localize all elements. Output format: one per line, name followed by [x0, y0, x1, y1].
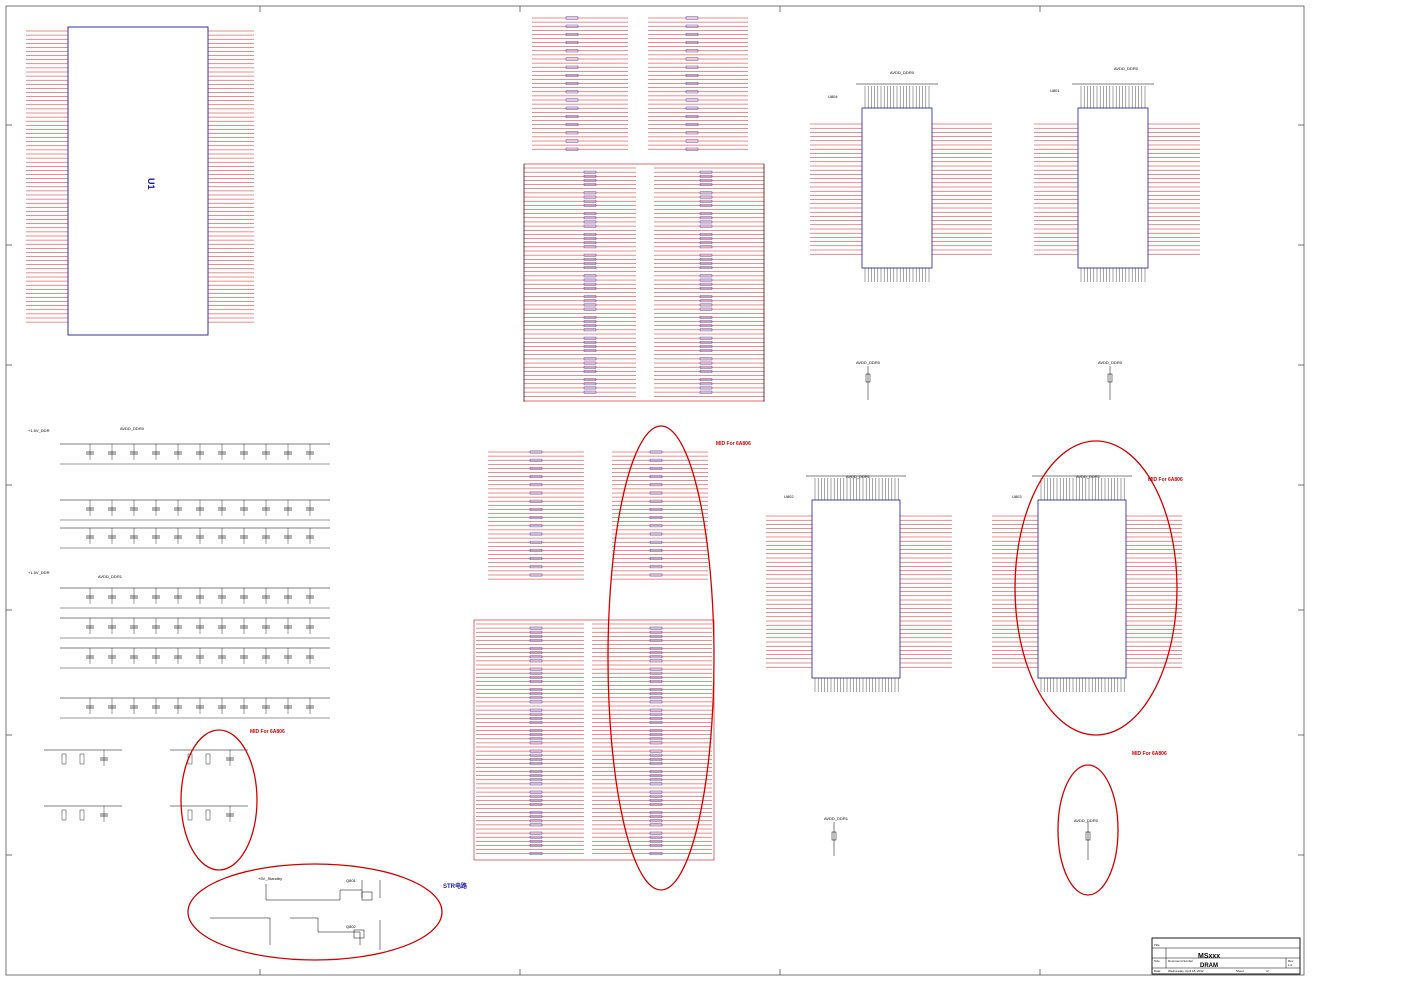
- title-block: Title MSxxx Size Document Number DRAM Re…: [1151, 937, 1301, 975]
- rev-label: Rev: [1288, 959, 1294, 963]
- mcu-ref: U1: [146, 178, 156, 190]
- svg-text:AVDD_DDR1: AVDD_DDR1: [846, 474, 871, 479]
- svg-text:U802: U802: [784, 494, 794, 499]
- svg-text:+5V_Standby: +5V_Standby: [258, 876, 282, 881]
- highlight-ellipses: [180, 425, 1178, 961]
- svg-text:AVDD_DDR0: AVDD_DDR0: [1114, 66, 1139, 71]
- sheet-frame: [5, 5, 1305, 976]
- sheet-label: Sheet: [1236, 969, 1244, 973]
- size-label: Size: [1154, 959, 1160, 963]
- ddr-chip-u802: U802 AVDD_DDR1: [766, 474, 952, 692]
- ddr-chip-u801: U801 AVDD_DDR0: [1034, 66, 1200, 282]
- date-value: Wednesday, April 18, 2012: [1168, 969, 1204, 973]
- bus-rpack-lower: [473, 450, 715, 861]
- svg-text:AVDD_DDR1: AVDD_DDR1: [824, 816, 849, 821]
- doc-number-label: Document Number: [1168, 959, 1193, 963]
- top-rpack-block: [532, 16, 748, 151]
- svg-text:+1.5V_DDR: +1.5V_DDR: [28, 428, 50, 433]
- note-mid-6a806-right: MID For 6A806: [1148, 477, 1183, 483]
- note-mid-6a806-lower: MID For 6A806: [1132, 751, 1167, 757]
- svg-text:AVDD_DDR0: AVDD_DDR0: [120, 426, 145, 431]
- svg-text:AVDD_DDR1: AVDD_DDR1: [1076, 474, 1101, 479]
- sheet-of: of: [1266, 969, 1269, 973]
- svg-text:+1.5V_DDR: +1.5V_DDR: [28, 570, 50, 575]
- svg-text:U803: U803: [1012, 494, 1022, 499]
- svg-text:AVDD_DDR0: AVDD_DDR0: [856, 360, 881, 365]
- title-label: Title: [1154, 943, 1160, 947]
- ddr-chip-u804: U804 AVDD_DDR0: [810, 70, 992, 282]
- title-company: MSxxx: [1198, 953, 1220, 960]
- note-mid-6a806-top: MID For 6A806: [716, 441, 751, 447]
- power-decoupling-section: +1.5V_DDR AVDD_DDR0 +1.5V_DDR AVDD_DDR1: [28, 426, 330, 822]
- svg-text:AVDD_DDR0: AVDD_DDR0: [890, 70, 915, 75]
- bus-rpack-upper: [523, 163, 765, 402]
- rev-value: 1.0: [1288, 963, 1293, 967]
- doc-title: DRAM: [1200, 963, 1218, 969]
- svg-text:AVDD_DDR0: AVDD_DDR0: [1074, 818, 1099, 823]
- vref-reset-circuits: [831, 366, 1113, 860]
- str-circuit: +5V_Standby Q801 Q802: [210, 876, 381, 950]
- svg-text:U804: U804: [828, 94, 838, 99]
- date-label: Date:: [1154, 969, 1161, 973]
- svg-text:U801: U801: [1050, 88, 1060, 93]
- note-mid-6a806-left: MID For 6A806: [250, 729, 285, 735]
- mcu-pin-lines: [26, 30, 254, 323]
- svg-text:AVDD_DDR0: AVDD_DDR0: [1098, 360, 1123, 365]
- mcu-u1-block: U1: [26, 26, 254, 336]
- ddr-chip-u803: U803 AVDD_DDR1: [992, 474, 1182, 692]
- svg-text:Q802: Q802: [346, 924, 357, 929]
- svg-text:AVDD_DDR1: AVDD_DDR1: [98, 574, 123, 579]
- svg-text:Q801: Q801: [346, 878, 357, 883]
- note-str-circuit: STR电路: [443, 882, 468, 890]
